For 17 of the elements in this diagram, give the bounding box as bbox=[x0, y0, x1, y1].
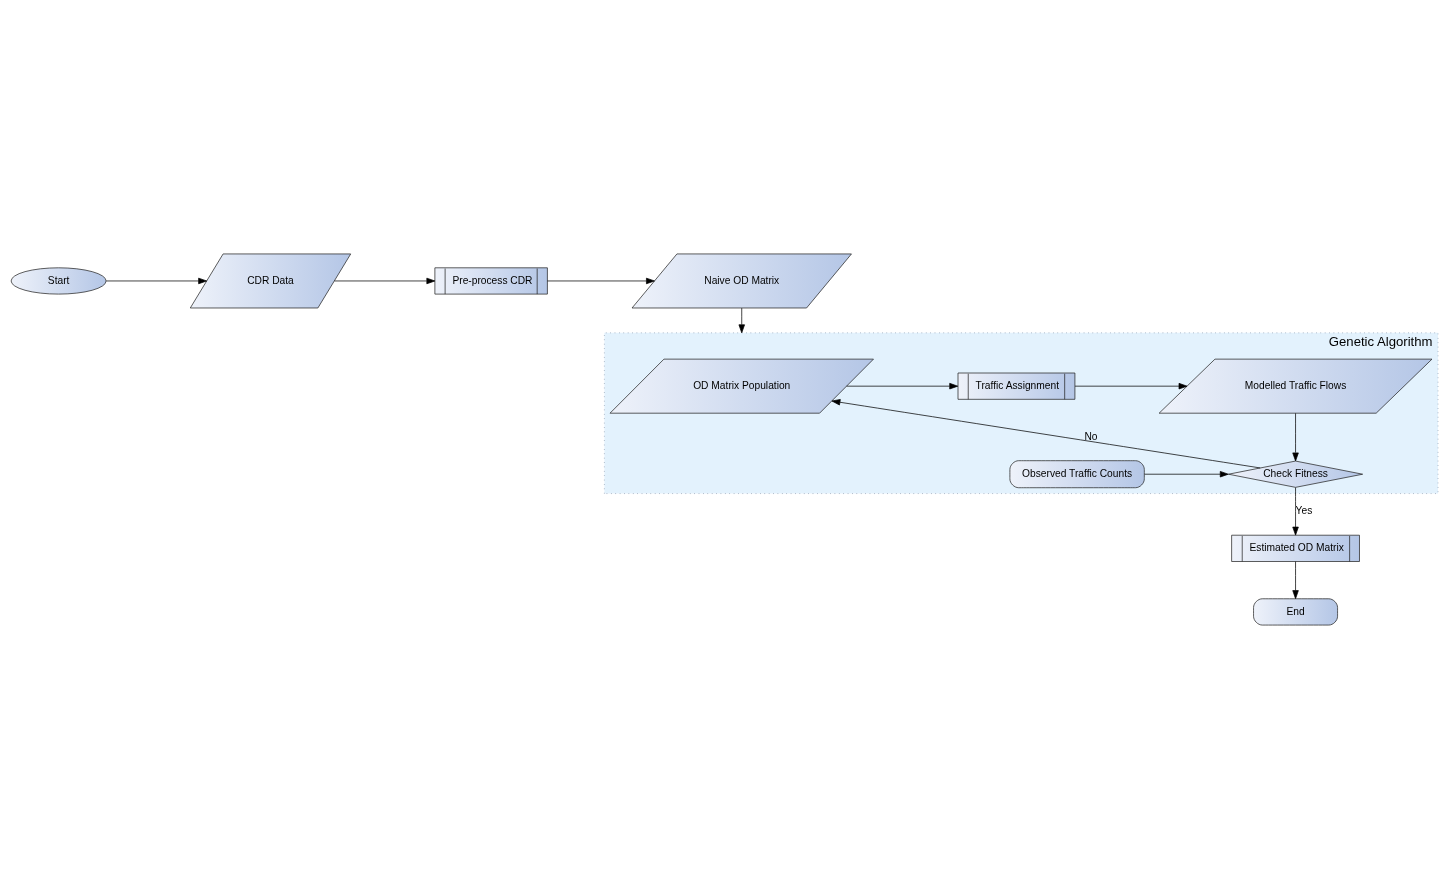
arrow bbox=[334, 277, 436, 285]
arrow bbox=[846, 383, 959, 390]
node-box: Observed Traffic Counts bbox=[1009, 460, 1145, 489]
node-diamond: Check Fitness bbox=[1228, 460, 1363, 488]
arrow bbox=[547, 277, 655, 285]
arrow bbox=[738, 307, 745, 334]
arrow bbox=[1074, 383, 1188, 390]
arrow bbox=[1144, 471, 1229, 478]
arrow bbox=[1292, 561, 1299, 599]
arrow bbox=[831, 399, 1261, 469]
edge-label: No bbox=[1084, 430, 1098, 442]
node-ellipse: Start bbox=[10, 267, 107, 295]
arrow bbox=[1292, 412, 1299, 462]
arrow bbox=[105, 277, 207, 285]
edge-label: Yes bbox=[1295, 505, 1313, 517]
arrow bbox=[1292, 487, 1299, 536]
node-box: End bbox=[1253, 598, 1338, 626]
